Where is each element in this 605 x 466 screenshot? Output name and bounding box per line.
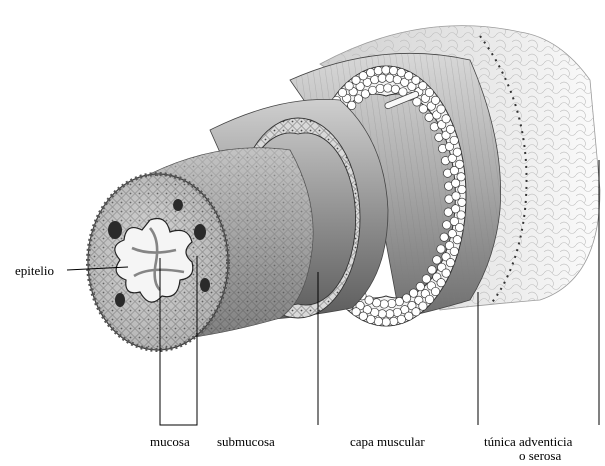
muscle-cell — [391, 85, 399, 93]
muscle-cell — [457, 211, 465, 219]
muscle-cell — [431, 96, 439, 104]
muscle-cell — [428, 266, 436, 274]
muscle-cell — [354, 95, 362, 103]
label-adventitia-line2: o serosa — [519, 448, 561, 463]
muscle-cell — [437, 245, 445, 253]
muscle-cell — [369, 86, 377, 94]
label-submucosa: submucosa — [217, 434, 275, 449]
cross-section-face — [88, 174, 228, 350]
muscle-cell — [352, 308, 360, 316]
muscle-cell — [395, 297, 403, 305]
muscle-cell — [382, 318, 390, 326]
muscle-cell — [412, 76, 420, 84]
muscle-cell — [384, 84, 392, 92]
muscle-cell — [345, 82, 353, 90]
muscle-cell — [376, 84, 384, 92]
muscle-cell — [416, 282, 424, 290]
muscle-cell — [386, 74, 394, 82]
muscle-cell — [419, 302, 427, 310]
gland — [173, 199, 183, 211]
muscle-cell — [433, 256, 441, 264]
muscle-cell — [390, 317, 398, 325]
gland — [108, 221, 122, 239]
muscle-cell — [450, 247, 458, 255]
label-muscular: capa muscular — [350, 434, 425, 449]
muscle-cell — [405, 312, 413, 320]
muscle-cell — [374, 317, 382, 325]
muscle-cell — [413, 98, 421, 106]
muscle-cell — [397, 68, 405, 76]
muscle-cell — [450, 136, 458, 144]
muscle-cell — [455, 160, 463, 168]
gland — [200, 278, 210, 292]
muscle-cell — [457, 173, 465, 181]
muscle-cell — [425, 295, 433, 303]
muscle-cell — [442, 269, 450, 277]
label-epithelium: epitelio — [15, 263, 54, 278]
muscle-cell — [455, 223, 463, 231]
muscle-cell — [386, 310, 394, 318]
muscle-cell — [338, 88, 346, 96]
muscle-cell — [437, 279, 445, 287]
muscle-cell — [425, 88, 433, 96]
muscle-cell — [367, 68, 375, 76]
label-mucosa: mucosa — [150, 434, 190, 449]
muscle-cell — [409, 289, 417, 297]
muscle-cell — [440, 233, 448, 241]
muscle-cell — [458, 198, 466, 206]
muscle-cell — [453, 236, 461, 244]
muscle-cell — [442, 115, 450, 123]
muscle-cell — [397, 315, 405, 323]
muscle-cell — [419, 105, 427, 113]
muscle-cell — [359, 72, 367, 80]
muscle-cell — [443, 221, 451, 229]
muscle-cell — [378, 310, 386, 318]
muscle-cell — [425, 113, 433, 121]
gland — [115, 293, 125, 307]
muscle-cell — [380, 300, 388, 308]
muscle-cell — [431, 287, 439, 295]
muscle-cell — [458, 185, 466, 193]
muscle-cell — [419, 82, 427, 90]
muscle-cell — [446, 258, 454, 266]
label-adventitia-line1: túnica adventicia — [484, 434, 573, 449]
gland — [194, 224, 206, 240]
muscle-cell — [437, 105, 445, 113]
muscle-cell — [378, 74, 386, 82]
muscle-cell — [367, 315, 375, 323]
muscle-cell — [389, 66, 397, 74]
muscle-cell — [382, 66, 390, 74]
muscle-cell — [453, 148, 461, 156]
muscle-cell — [374, 67, 382, 75]
muscle-cell — [446, 125, 454, 133]
muscle-cell — [372, 299, 380, 307]
muscle-cell — [388, 299, 396, 307]
